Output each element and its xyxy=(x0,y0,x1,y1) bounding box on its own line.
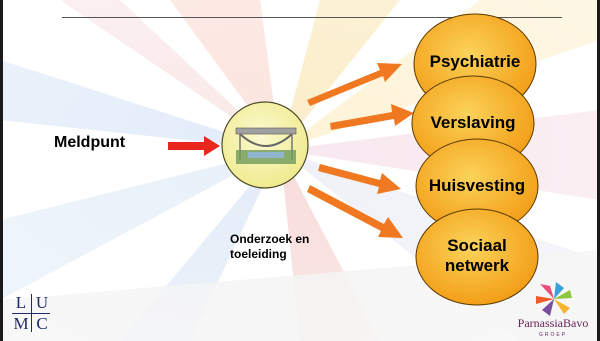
lumc-divider-horizontal xyxy=(12,313,50,314)
parnassiabavo-sub: GROEP xyxy=(538,332,568,338)
parnassiabavo-logo: ParnassiaBavo GROEP xyxy=(510,282,598,340)
target-label-psychiatrie: Psychiatrie xyxy=(429,52,521,71)
lumc-letter-c: C xyxy=(36,314,48,333)
meldpunt-arrow xyxy=(168,136,220,156)
meldpunt-label: Meldpunt xyxy=(54,134,126,151)
target-label-netwerk: netwerk xyxy=(444,256,510,275)
arrow-to-psychiatrie xyxy=(307,63,402,106)
target-label-verslaving: Verslaving xyxy=(430,113,516,132)
slide-frame-right xyxy=(597,0,600,341)
hub-label-line2: toeleiding xyxy=(230,247,287,261)
target-circle-sociaal-netwerk xyxy=(415,208,539,306)
target-label-sociaal: Sociaal xyxy=(447,236,507,255)
slide-frame-left xyxy=(0,0,3,341)
arrow-to-verslaving xyxy=(330,104,414,130)
target-label-huisvesting: Huisvesting xyxy=(428,176,526,195)
lumc-letter-l: L xyxy=(15,293,27,312)
bridge-icon xyxy=(235,127,297,164)
title-rule xyxy=(62,17,562,18)
parnassiabavo-mark-icon xyxy=(536,282,572,316)
hub-label-line1: Onderzoek en xyxy=(230,232,310,246)
lumc-letter-u: U xyxy=(35,293,49,312)
target-label-sociaal-netwerk: Sociaal netwerk xyxy=(416,236,538,276)
arrow-to-sociaal-netwerk xyxy=(307,185,403,238)
arrow-to-huisvesting xyxy=(318,164,401,194)
hub-label: Onderzoek en toeleiding xyxy=(230,232,350,262)
parnassiabavo-name: ParnassiaBavo xyxy=(517,316,589,330)
lumc-letter-m: M xyxy=(13,314,29,333)
lumc-logo: L U M C xyxy=(10,292,54,336)
